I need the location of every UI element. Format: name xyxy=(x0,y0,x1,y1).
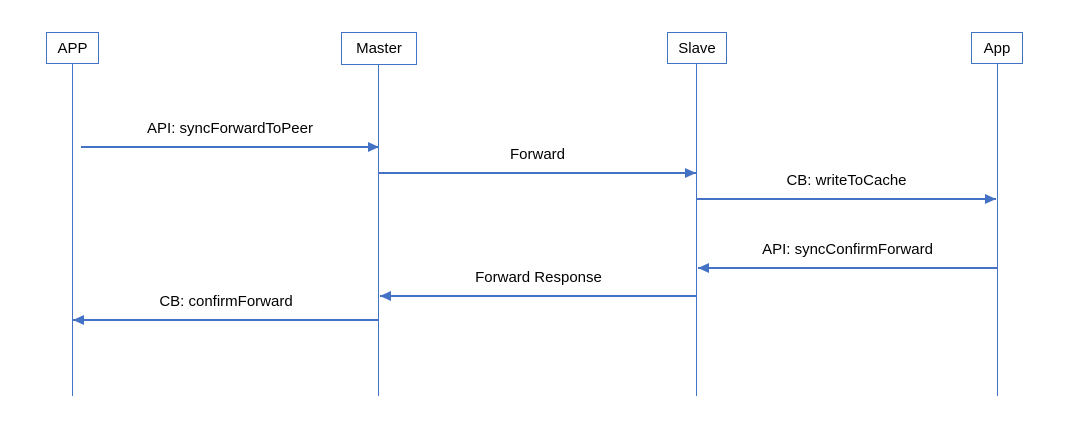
message-label: API: syncForwardToPeer xyxy=(147,120,313,137)
arrow-right-icon xyxy=(368,142,379,152)
message-label: CB: confirmForward xyxy=(159,293,293,310)
arrow-right-icon xyxy=(985,194,996,204)
actor-box-master: Master xyxy=(341,32,417,65)
message-line xyxy=(379,172,696,174)
actor-box-slave: Slave xyxy=(667,32,727,64)
message-label: Forward Response xyxy=(475,269,602,286)
message-line xyxy=(73,319,379,321)
actor-box-app: App xyxy=(971,32,1023,64)
message-line xyxy=(380,295,697,297)
actor-label-app: App xyxy=(983,39,1011,57)
message-line xyxy=(81,146,379,148)
lifeline-app xyxy=(997,64,999,396)
actor-label-app-caps: APP xyxy=(57,39,88,57)
message-label: API: syncConfirmForward xyxy=(762,241,933,258)
message-label: CB: writeToCache xyxy=(786,172,907,189)
message-line xyxy=(698,267,997,269)
message-line xyxy=(697,198,996,200)
arrow-right-icon xyxy=(685,168,696,178)
actor-label-slave: Slave xyxy=(678,39,716,57)
actor-box-app-caps: APP xyxy=(46,32,99,64)
arrow-left-icon xyxy=(73,315,84,325)
arrow-left-icon xyxy=(698,263,709,273)
lifeline-app-caps xyxy=(72,64,74,396)
actor-label-master: Master xyxy=(356,40,402,57)
lifeline-slave xyxy=(696,64,698,396)
lifeline-master xyxy=(378,65,380,396)
arrow-left-icon xyxy=(380,291,391,301)
message-label: Forward xyxy=(509,146,565,163)
